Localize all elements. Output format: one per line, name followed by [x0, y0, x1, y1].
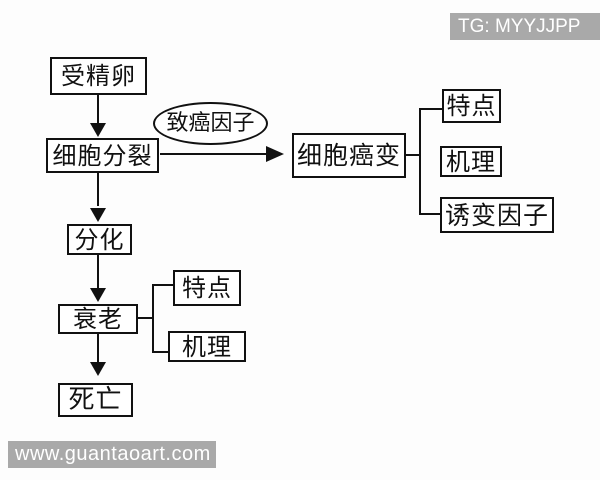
connector-canceration-bracket: [419, 108, 421, 215]
arrow-senescence-to-death-head: [90, 362, 106, 376]
connector-senescence-stub: [138, 317, 154, 319]
watermark-site-url: www.guantaoart.com: [8, 441, 216, 468]
arrow-egg-to-division-head: [90, 123, 106, 137]
node-fertilized-egg: 受精卵: [50, 57, 147, 95]
arrow-division-to-differentiation-head: [90, 208, 106, 222]
arrow-senescence-to-death-stem: [97, 334, 99, 364]
node-cell-division: 细胞分裂: [46, 138, 159, 173]
node-carcinogen-factor-ellipse: 致癌因子: [153, 102, 268, 145]
connector-canceration-stub: [406, 154, 421, 156]
node-canceration-traits: 特点: [442, 89, 501, 123]
connector-canceration-to-traits: [419, 108, 442, 110]
arrow-division-to-canceration-head: [266, 146, 284, 162]
node-death: 死亡: [58, 383, 133, 417]
connector-senescence-bracket: [152, 284, 154, 353]
connector-senescence-to-mechanism: [152, 351, 168, 353]
node-senescence-mechanism: 机理: [168, 331, 246, 362]
node-differentiation: 分化: [67, 224, 132, 255]
watermark-telegram: TG: MYYJJPP: [450, 13, 600, 40]
node-senescence-traits: 特点: [173, 270, 241, 306]
node-mutagenic-factors: 诱变因子: [440, 197, 554, 233]
node-canceration-mechanism: 机理: [440, 146, 502, 177]
arrow-differentiation-to-senescence-head: [90, 288, 106, 302]
connector-senescence-to-traits: [152, 284, 173, 286]
arrow-division-to-differentiation-stem: [97, 173, 99, 206]
node-cell-canceration: 细胞癌变: [292, 133, 406, 178]
arrow-differentiation-to-senescence-stem: [97, 255, 99, 290]
arrow-division-to-canceration-stem: [160, 153, 268, 155]
connector-canceration-to-mutagens: [419, 213, 440, 215]
arrow-egg-to-division-stem: [97, 95, 99, 127]
node-senescence: 衰老: [58, 304, 138, 334]
